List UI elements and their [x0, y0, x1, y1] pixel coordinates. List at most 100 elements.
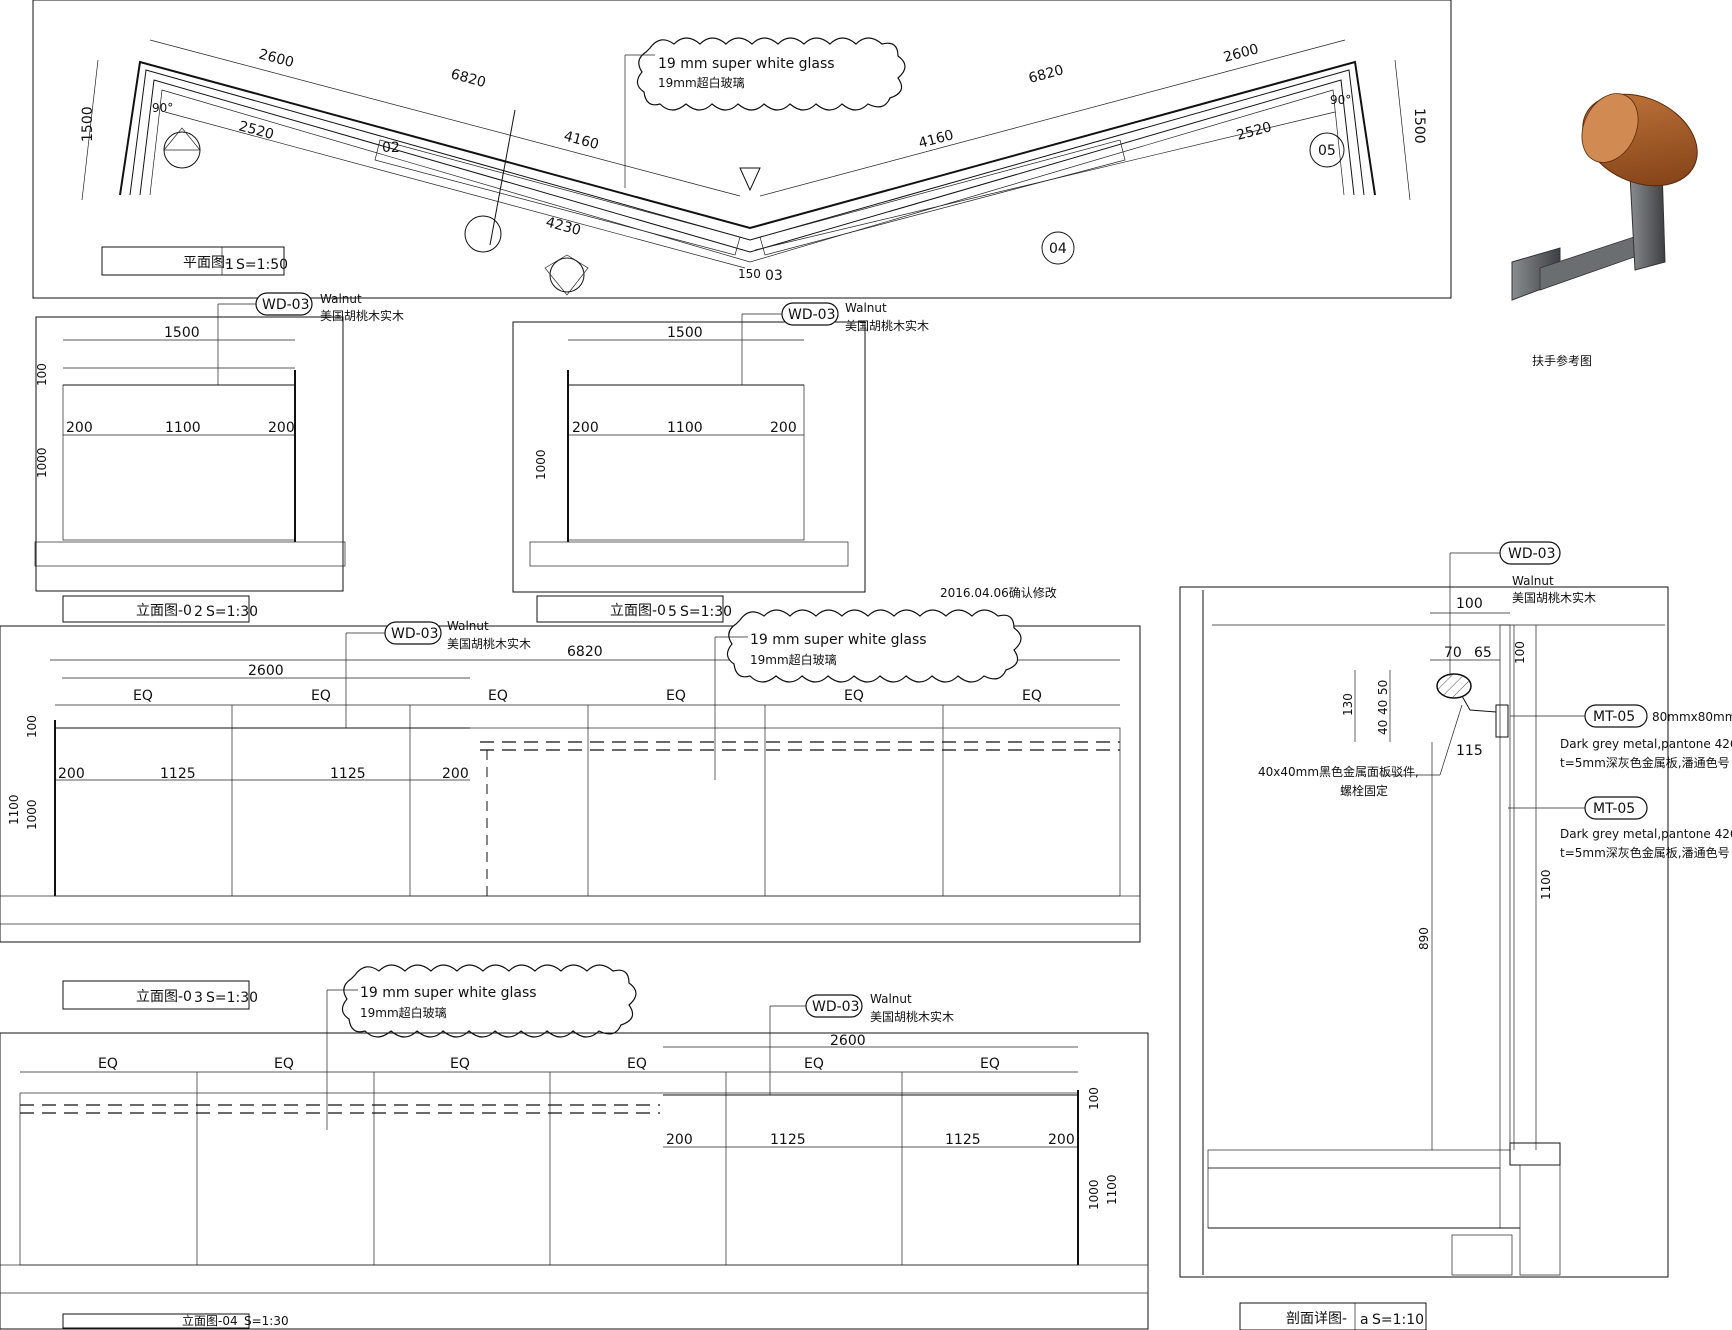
- elev03-eq-6: EQ: [1022, 688, 1042, 704]
- elev03-dim-1000: 1000: [25, 799, 39, 830]
- elev04-dim-100: 100: [1087, 1087, 1101, 1110]
- handrail-reference-caption: 扶手参考图: [1532, 353, 1592, 368]
- section-dim-70: 70: [1444, 645, 1462, 661]
- elev02-title-num: 2: [194, 604, 203, 620]
- elev02-dim-1100: 1100: [165, 420, 201, 436]
- elev03-dim-200-right: 200: [442, 766, 469, 782]
- section-clamp: [1495, 704, 1509, 738]
- elev03-eq-3: EQ: [488, 688, 508, 704]
- elev02-dim-200-left: 200: [66, 420, 93, 436]
- elev03-wd03-label: WD-03: [391, 626, 439, 642]
- view-marker-bottom-arrow: [544, 254, 589, 296]
- elev03-eq-4: EQ: [666, 688, 686, 704]
- elev04-eq-5: EQ: [804, 1056, 824, 1072]
- plan-title-box: [101, 246, 285, 276]
- dim-2520-left: 2520: [237, 118, 276, 143]
- elev03-walnut-label: Walnut: [447, 619, 489, 633]
- elev05-wd03-label: WD-03: [788, 307, 836, 323]
- elev02-frame: [35, 316, 344, 592]
- dim-1500-left-side: 1500: [80, 106, 96, 142]
- dim-1500-right-side: 1500: [1411, 108, 1427, 144]
- section-glass: [1499, 624, 1511, 1151]
- elev05-scale: S=1:30: [680, 604, 732, 620]
- plan-marker-03: 03: [765, 268, 783, 284]
- elev04-glass-cloud: [341, 964, 637, 1038]
- elev03-walnut-cn-label: 美国胡桃木实木: [447, 636, 531, 651]
- elev04-dim-1125-1: 1125: [770, 1132, 806, 1148]
- elev03-title-num: 3: [194, 990, 203, 1006]
- angle-90-right: 90°: [1330, 93, 1351, 107]
- elevation-03: 2016.04.06确认修改 6820 2600 EQ EQ EQ EQ EQ …: [0, 585, 1141, 1010]
- elev04-dim-2600: 2600: [830, 1033, 866, 1049]
- dim-6820-right: 6820: [1027, 62, 1066, 87]
- angle-90-left: 90°: [152, 101, 173, 115]
- section-bracket-note: 40x40mm黑色金属面板驳件,: [1258, 764, 1419, 779]
- elev04-dim-1000: 1000: [1087, 1179, 1101, 1210]
- dim-150: 150: [738, 267, 761, 281]
- elevation-02: 1500 200 1100 200 1000 100 WD-03 Walnut …: [34, 292, 404, 623]
- elev02-title-box: [62, 595, 250, 623]
- plan-rail-right: [759, 139, 1126, 256]
- section-title-box: [1239, 1302, 1427, 1330]
- elev02-dim-1000: 1000: [35, 447, 49, 478]
- elev05-dim-1100: 1100: [667, 420, 703, 436]
- plan-section-cut: [489, 109, 516, 246]
- elev02-dim-100: 100: [35, 363, 49, 386]
- elev04-dim-200-right: 200: [1048, 1132, 1075, 1148]
- elev03-frame: [0, 625, 1141, 943]
- section-title: 剖面详图-: [1286, 1311, 1347, 1327]
- view-marker-bottom: [549, 257, 585, 293]
- elev04-walnut-label: Walnut: [870, 992, 912, 1006]
- elevation-05: 1500 200 1100 200 1000 WD-03 Walnut 美国胡桃…: [512, 301, 929, 623]
- elev03-eq-5: EQ: [844, 688, 864, 704]
- elev04-title-box: [62, 1313, 250, 1329]
- elev05-dim-1500: 1500: [667, 325, 703, 341]
- elev04-floor: [0, 1264, 1149, 1294]
- plan-inner-edge-1: [129, 69, 1365, 241]
- section-floor-slab: [1207, 1167, 1501, 1229]
- section-bracket-note-2: 螺栓固定: [1340, 783, 1388, 798]
- elev03-scale: S=1:30: [206, 990, 258, 1006]
- elev04-panel-joints: [196, 1072, 903, 1265]
- elev03-dim-2600: 2600: [248, 663, 284, 679]
- plan-inner-edge-3: [149, 89, 1345, 263]
- section-edge-structure: [1519, 1164, 1561, 1276]
- plan-scale: S=1:50: [236, 257, 288, 273]
- section-handrail-profile: [1436, 673, 1472, 699]
- plan-marker-02: 02: [382, 140, 400, 156]
- elev05-walnut-cn-label: 美国胡桃木实木: [845, 318, 929, 333]
- elev04-glass-panels: [19, 1092, 1079, 1266]
- section-mt05-desc-cn-1: t=5mm深灰色金属板,潘通色号 426C: [1560, 755, 1732, 770]
- plan-glass-label-cn: 19mm超白玻璃: [658, 75, 745, 90]
- elev03-eq-2: EQ: [311, 688, 331, 704]
- elev05-dim-200-left: 200: [572, 420, 599, 436]
- elev05-dim-200-right: 200: [770, 420, 797, 436]
- plan-frame: [32, 0, 1452, 299]
- section-mt05-desc-cn-2: t=5mm深灰色金属板,潘通色号 426C: [1560, 845, 1732, 860]
- section-base-channel: [1509, 1142, 1561, 1166]
- plan-inner-edge-2: [139, 79, 1355, 253]
- elev03-glass-label: 19 mm super white glass: [750, 632, 927, 648]
- plan-view: 2600 6820 6820 2600 2520 4160 4160 2520 …: [32, 0, 1452, 299]
- section-dim-130: 130: [1341, 693, 1355, 716]
- section-scale: S=1:10: [1372, 1312, 1424, 1328]
- section-mt05-desc-1: Dark grey metal,pantone 426C: [1560, 737, 1732, 751]
- section-bracket: [1461, 695, 1500, 713]
- elev04-scale: S=1:30: [244, 1314, 289, 1328]
- elev05-floor: [529, 541, 849, 567]
- elev05-walnut-label: Walnut: [845, 301, 887, 315]
- elev04-title: 立面图-04: [182, 1313, 238, 1328]
- section-mt05-label-2: MT-05: [1593, 801, 1635, 817]
- elev05-title-num: 5: [668, 604, 677, 620]
- section-dim-115: 115: [1456, 743, 1483, 759]
- elev02-dim-1500: 1500: [164, 325, 200, 341]
- elev03-title: 立面图-0: [136, 989, 192, 1005]
- elev03-dim-1125-1: 1125: [160, 766, 196, 782]
- elev02-floor: [34, 541, 346, 567]
- elevation-04: 19 mm super white glass 19mm超白玻璃 2600 EQ…: [0, 964, 1149, 1330]
- section-detail-a: 100 70 65 100 130 40 40 50 115 890 1100 …: [1179, 541, 1732, 1330]
- section-walnut-label: Walnut: [1512, 574, 1554, 588]
- dim-line-right-top: [759, 39, 1346, 197]
- elev04-eq-2: EQ: [274, 1056, 294, 1072]
- handrail-wood-end: [1581, 93, 1639, 163]
